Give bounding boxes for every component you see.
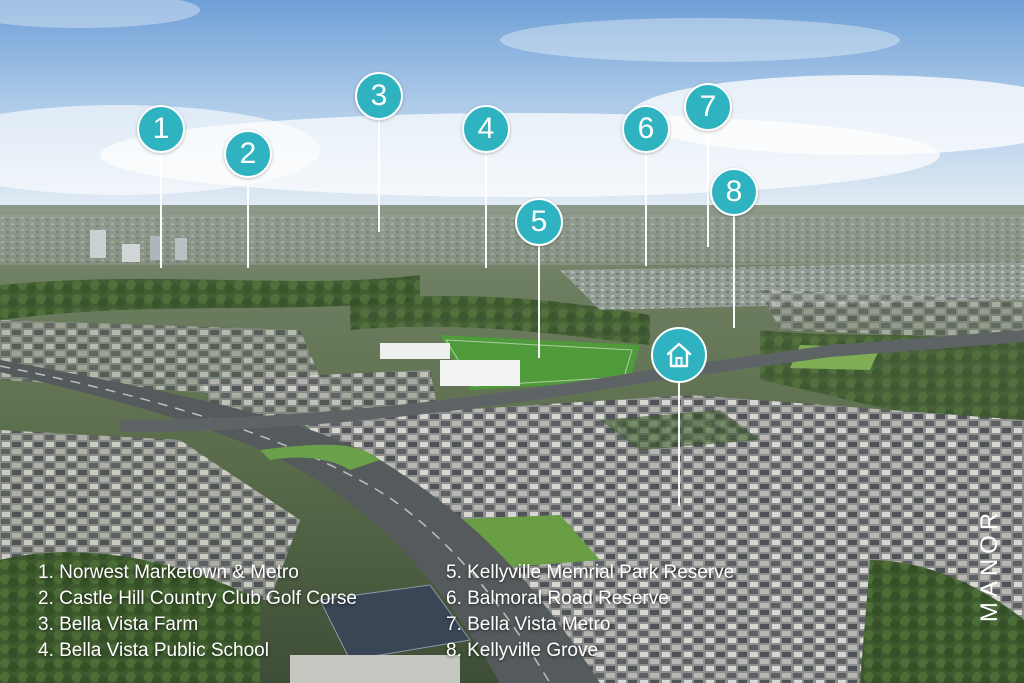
marker-7-pin	[707, 131, 709, 247]
marker-5-pin	[538, 246, 540, 358]
location-marker-2: 2	[224, 130, 272, 178]
marker-6-pin	[645, 153, 647, 266]
marker-3-pin	[378, 120, 380, 232]
legend-item-8: 8. Kellyville Grove	[446, 640, 599, 661]
location-marker-5: 5	[515, 198, 563, 246]
location-marker-4: 4	[462, 105, 510, 153]
house-icon	[666, 342, 692, 368]
manor-logo: MANOR	[976, 507, 1003, 623]
legend-item-3: 3. Bella Vista Farm	[38, 614, 199, 635]
legend-item-4: 4. Bella Vista Public School	[38, 640, 269, 661]
location-marker-7: 7	[684, 83, 732, 131]
marker-1-pin	[160, 153, 162, 268]
legend-item-2: 2. Castle Hill Country Club Golf Corse	[38, 588, 357, 609]
legend-item-7: 7. Bella Vista Metro	[446, 614, 611, 635]
location-marker-6: 6	[622, 105, 670, 153]
legend-item-6: 6. Balmoral Road Reserve	[446, 588, 669, 609]
legend-left: 1. Norwest Marketown & Metro 2. Castle H…	[38, 560, 357, 664]
location-marker-8: 8	[710, 168, 758, 216]
legend-right: 5. Kellyville Memrial Park Reserve 6. Ba…	[446, 560, 734, 664]
marker-2-pin	[247, 178, 249, 268]
legend-item-1: 1. Norwest Marketown & Metro	[38, 562, 299, 583]
legend-item-5: 5. Kellyville Memrial Park Reserve	[446, 562, 735, 583]
marker-8-pin	[733, 216, 735, 328]
home-location-marker	[651, 327, 707, 383]
marker-4-pin	[485, 153, 487, 268]
location-marker-3: 3	[355, 72, 403, 120]
home-marker-pin	[678, 383, 680, 506]
location-marker-1: 1	[137, 105, 185, 153]
